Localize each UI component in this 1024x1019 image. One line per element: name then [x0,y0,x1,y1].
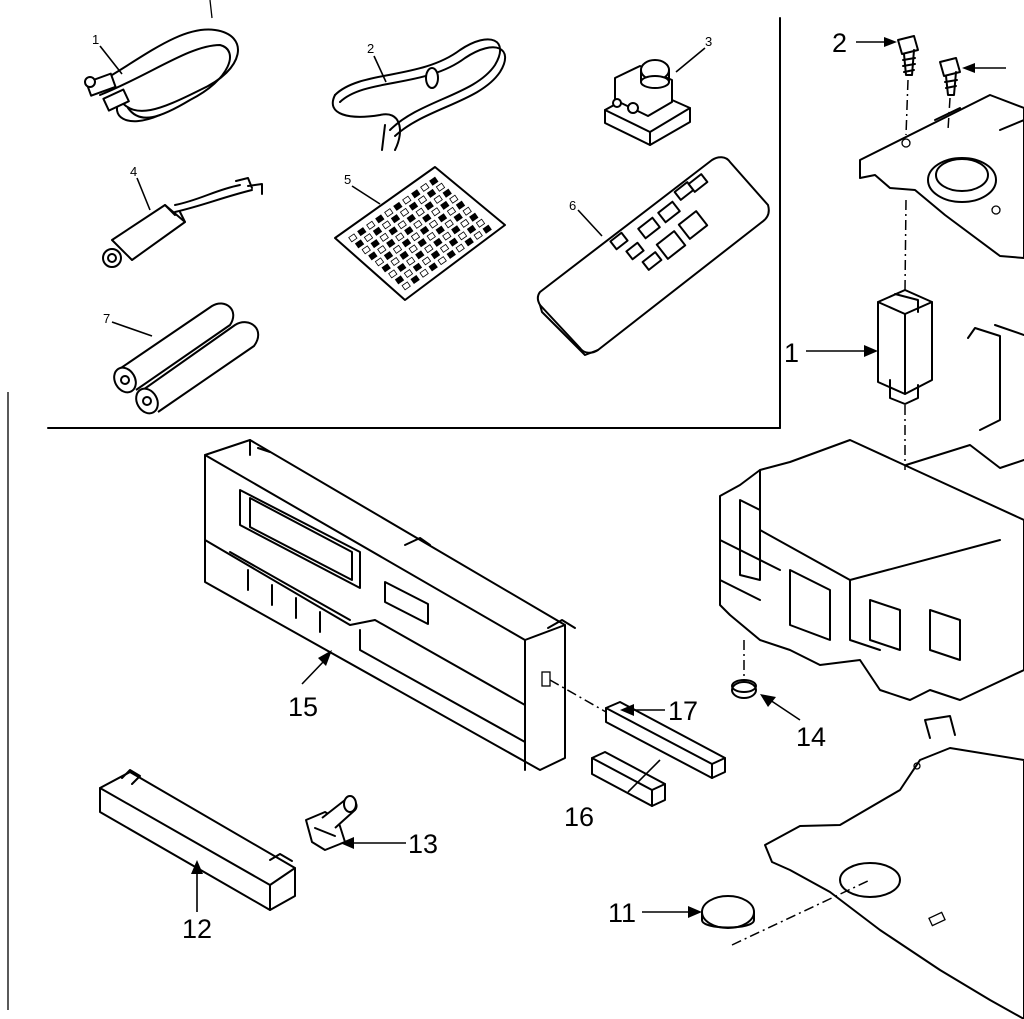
foot-14-part [731,679,757,699]
matching-transformer-accessory [102,177,263,268]
accessory-label-3: 3 [705,34,712,49]
part-number-labels: 2 1 15 17 14 16 13 12 11 [182,28,847,944]
foot-11-part [701,895,755,929]
accessory-number-labels: 1 2 3 4 5 6 7 [92,32,712,326]
accessory-label-5: 5 [344,172,351,187]
batteries-accessory [113,302,260,415]
front-panel-15-part [204,439,576,771]
accessory-label-4: 4 [130,164,137,179]
assembly-lines [549,79,951,946]
accessory-label-7: 7 [103,311,110,326]
label-sheet-accessory [334,166,506,301]
accessory-label-6: 6 [569,198,576,213]
part-label-1: 1 [784,338,799,368]
part-label-15: 15 [288,692,318,722]
screw-part [897,35,961,96]
part-label-12: 12 [182,914,212,944]
accessory-label-2: 2 [367,41,374,56]
part-16 [591,751,666,807]
block-part-1 [877,289,933,405]
callout-leaders [191,37,1006,918]
part-label-17: 17 [668,696,698,726]
coax-cable-accessory [84,28,239,123]
chassis-part [719,324,1024,701]
accessory-label-1: 1 [92,32,99,47]
part-label-11: 11 [608,898,636,928]
part-label-14: 14 [796,722,826,752]
bottom-plate-part [764,715,1024,1019]
accessory-box-frame [7,0,781,1010]
part-label-13: 13 [408,829,438,859]
accessory-leaders [99,45,706,337]
part-17 [605,701,726,779]
twin-lead-accessory [331,38,506,151]
door-12-part [99,769,296,911]
lever-13-part [305,795,358,851]
adapter-accessory [604,59,691,146]
part-label-2: 2 [832,28,847,58]
remote-control-accessory [536,156,770,356]
part-label-16: 16 [564,802,594,832]
top-plate-part [859,94,1024,259]
